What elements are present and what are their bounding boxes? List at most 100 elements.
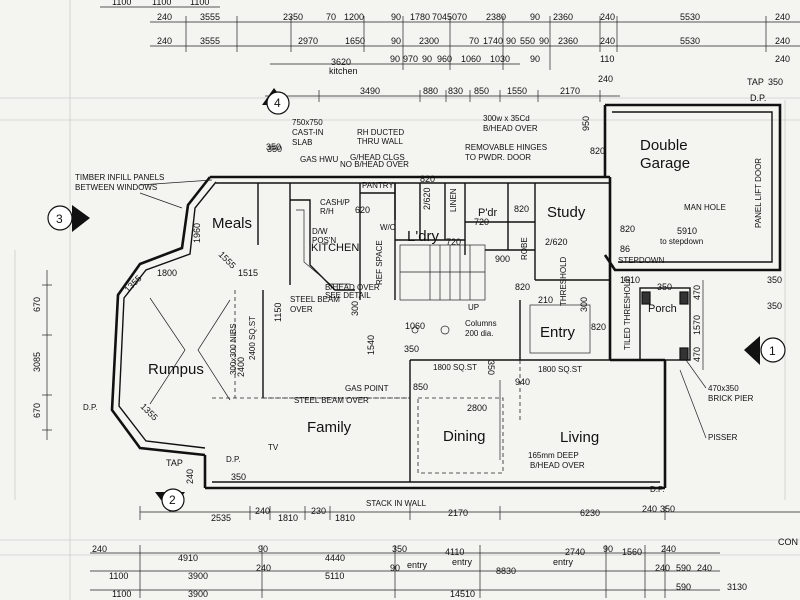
svg-text:1060: 1060 <box>405 321 425 331</box>
top-dim-r5-4: 1550 <box>507 86 527 96</box>
right-dim-2: 470 <box>692 347 702 362</box>
note-cashp: CASH/P <box>320 198 350 207</box>
top-dim-r3-0: 240 <box>157 36 172 46</box>
svg-text:1540: 1540 <box>366 335 376 355</box>
svg-text:90: 90 <box>258 544 268 554</box>
svg-text:8830: 8830 <box>496 566 516 576</box>
note-castin-1: 750x750 <box>292 118 323 127</box>
top-dim-r4-8: 240 <box>775 54 790 64</box>
room-pantry: PANTRY <box>362 181 394 190</box>
svg-text:90: 90 <box>390 563 400 573</box>
top-dim-r2-4: 1200 <box>344 12 364 22</box>
top-dim-r4-1: 970 <box>403 54 418 64</box>
top-dim-r2-5: 90 <box>391 12 401 22</box>
svg-text:1355: 1355 <box>139 401 160 422</box>
svg-text:350: 350 <box>392 544 407 554</box>
note-pisser: PISSER <box>708 433 738 442</box>
note-removable-2: TO PWDR. DOOR <box>465 153 531 162</box>
top-dim-r2-3: 70 <box>326 12 336 22</box>
note-up: UP <box>468 303 479 312</box>
note-bhead-seedet: SEE DETAIL <box>325 291 371 300</box>
note-bhead-1: 300w x 35Cd <box>483 114 530 123</box>
note-timber-1: TIMBER INFILL PANELS <box>75 173 164 182</box>
note-deep-1: 165mm DEEP <box>528 451 579 460</box>
svg-text:350: 350 <box>486 360 496 375</box>
svg-text:2535: 2535 <box>211 513 231 523</box>
note-steel-beam-2: OVER <box>290 305 313 314</box>
svg-text:350: 350 <box>404 344 419 354</box>
top-dim-r4-7: 110 <box>600 54 614 64</box>
note-rhduct-1: RH DUCTED <box>357 128 404 137</box>
room-pwdr: P'dr <box>478 207 498 219</box>
svg-text:350: 350 <box>660 504 675 514</box>
top-dim-r1-1: 1100 <box>152 0 171 7</box>
svg-text:1555: 1555 <box>217 249 238 270</box>
room-living: Living <box>560 429 599 446</box>
note-gas-hwu: GAS HWU <box>300 155 338 164</box>
svg-text:CON: CON <box>778 537 798 547</box>
svg-text:850: 850 <box>413 382 428 392</box>
room-ldry: L'dry <box>407 228 440 245</box>
top-dim-r1-2: 1100 <box>190 0 209 7</box>
svg-text:1510: 1510 <box>620 275 640 285</box>
svg-text:entry: entry <box>452 557 473 567</box>
top-dim-r2-15: 240 <box>775 12 790 22</box>
svg-text:1150: 1150 <box>273 303 283 322</box>
room-meals: Meals <box>212 215 252 232</box>
top-dim-r2-13: 240 <box>600 12 615 22</box>
top-dim-r2-10: 2380 <box>486 12 506 22</box>
top-dim-r2-1: 3555 <box>200 12 220 22</box>
note-castin-2: CAST-IN <box>292 128 324 137</box>
right-dim-0: 470 <box>692 285 702 300</box>
room-dining: Dining <box>443 428 486 445</box>
svg-text:350: 350 <box>266 142 281 152</box>
top-dim-r3-12: 240 <box>600 36 615 46</box>
svg-text:TAP: TAP <box>166 458 183 468</box>
top-dim-r2-12: 2360 <box>553 12 573 22</box>
svg-text:entry: entry <box>553 557 574 567</box>
top-dim-r3-4: 90 <box>391 36 401 46</box>
svg-text:4440: 4440 <box>325 553 345 563</box>
top-dim-r3-1: 3555 <box>200 36 220 46</box>
svg-text:1960: 1960 <box>192 223 202 243</box>
note-manhole: MAN HOLE <box>684 203 726 212</box>
note-threshold: THRESHOLD <box>559 256 568 306</box>
svg-text:3900: 3900 <box>188 589 208 599</box>
note-sqst-3: 2400 SQ.ST <box>248 316 257 360</box>
top-dim-r3-13: 5530 <box>680 36 700 46</box>
note-ghead-1: G/HEAD CLGS <box>350 153 405 162</box>
svg-text:820: 820 <box>590 146 605 156</box>
note-dw-1: D/W <box>312 227 328 236</box>
note-sqst-2: 1800 SQ.ST <box>538 365 582 374</box>
tap-dim: 350 <box>768 77 783 87</box>
note-dp-right: D.P. <box>650 485 665 494</box>
top-dim-r2-7: 70 <box>432 12 442 22</box>
top-dim-r3-10: 90 <box>539 36 549 46</box>
svg-text:1560: 1560 <box>622 547 642 557</box>
exterior-walls <box>110 103 782 490</box>
svg-text:2740: 2740 <box>565 547 585 557</box>
svg-text:350: 350 <box>267 144 282 154</box>
top-dim-r4-0: 90 <box>390 54 400 64</box>
svg-text:2170: 2170 <box>448 508 468 518</box>
svg-text:940: 940 <box>515 377 530 387</box>
kitchen-dim: 3620 <box>331 57 351 67</box>
svg-text:240: 240 <box>697 563 712 573</box>
top-dim-r3-6: 70 <box>469 36 479 46</box>
right-dim-3: 350 <box>767 275 782 285</box>
note-castin-3: SLAB <box>292 138 312 147</box>
note-rh: R/H <box>320 207 334 216</box>
side-dimension-lines: 670 3085 670 470 1570 470 350 350 <box>32 270 782 440</box>
left-dim-1: 3085 <box>32 352 42 372</box>
top-dim-r1-0: 1100 <box>112 0 131 7</box>
svg-text:240: 240 <box>255 506 270 516</box>
svg-text:5910: 5910 <box>677 226 697 236</box>
svg-text:240: 240 <box>185 469 195 484</box>
room-entry: Entry <box>540 324 576 341</box>
room-kitchen: KITCHEN <box>311 242 359 254</box>
note-deep-2: B/HEAD OVER <box>530 461 585 470</box>
section-marker-4: 4 <box>262 88 290 115</box>
room-labels: Meals KITCHEN Rumpus Family Dining Livin… <box>148 137 690 446</box>
section-marker-3: 3 <box>47 205 90 232</box>
